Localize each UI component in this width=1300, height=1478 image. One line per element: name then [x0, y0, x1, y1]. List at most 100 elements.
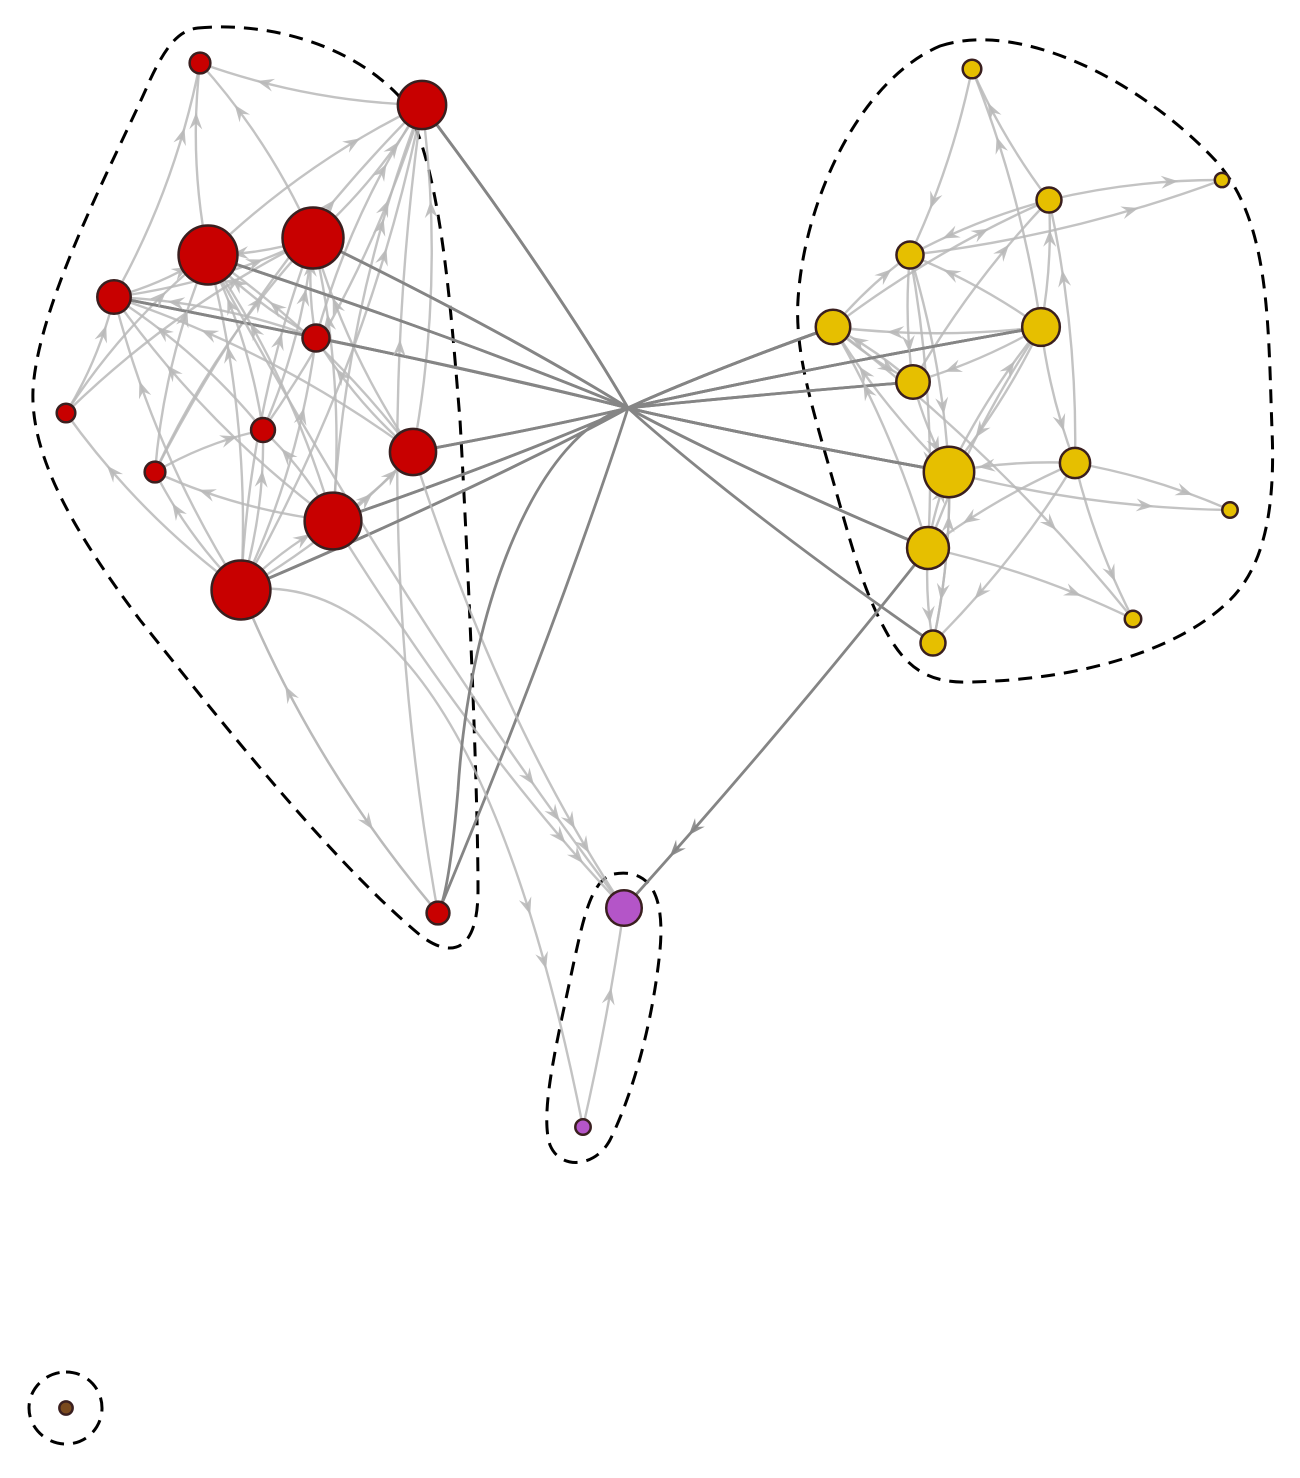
node-r10: [388, 427, 438, 477]
node-y8: [922, 445, 976, 499]
edge-y6-y9: [1039, 325, 1077, 465]
node-r3: [177, 224, 239, 286]
edge-r13-r2-arrow: [392, 339, 406, 357]
edge-y9-y3: [1047, 198, 1077, 465]
edge-y4-y2: [908, 178, 1224, 257]
edge-y4-y2-arrow: [1120, 206, 1139, 219]
edge-y3-y1-arrow: [987, 102, 1002, 121]
node-r11: [303, 491, 363, 551]
edge-r12-r3: [206, 253, 245, 592]
node-b1: [58, 1400, 74, 1416]
edge-y9-y13: [931, 461, 1077, 645]
edge-r6-r5: [112, 295, 318, 340]
edge-y9-y8-arrow: [978, 458, 996, 472]
edge-r7-r3-arrow: [149, 291, 167, 309]
edge-y4-y8-arrow: [935, 396, 949, 415]
edges: [64, 61, 1232, 1129]
edge-r11-r3-arrow: [250, 323, 265, 342]
edge-y1-y4-arrow: [930, 190, 943, 209]
edge-r11-r3: [206, 253, 335, 523]
edge-r10-p1: [411, 450, 626, 910]
edge-r3-p1-arrow: [544, 803, 560, 822]
edge-r12-r4-arrow: [271, 332, 284, 352]
edge-y9-y3-arrow: [1058, 269, 1072, 288]
node-r7: [55, 402, 77, 424]
edge-r12-r10-arrow: [355, 493, 373, 510]
edge-r10-r2-arrow: [424, 200, 438, 219]
edge-r11-p1: [331, 519, 626, 910]
edge-r13-r12-arrow: [285, 685, 299, 705]
edge-y5-y3: [831, 198, 1051, 329]
edge-r4-r2-arrow: [383, 141, 399, 160]
edge-r11-r9-arrow: [198, 489, 217, 502]
edge-y11-p1-arrow: [669, 839, 686, 857]
edge-r10-r6-arrow: [336, 368, 352, 387]
edge-y6-y1-arrow: [995, 136, 1008, 155]
edge-y5-y12-arrow: [1039, 513, 1057, 531]
edge-y6-y7-arrow: [944, 359, 964, 372]
edge-y8-y10-arrow: [1135, 498, 1154, 512]
edge-y5-y4-arrow: [874, 269, 892, 286]
node-y4: [895, 240, 925, 270]
edge-r11-r10-arrow: [380, 469, 398, 486]
edge-y8-y5: [831, 325, 951, 474]
edge-r8-r5: [112, 295, 265, 432]
edge-r7-r4: [64, 236, 315, 415]
edge-r9-r2-arrow: [319, 199, 335, 217]
edge-r12-r6: [239, 336, 318, 592]
edge-r12-r6-arrow: [293, 407, 307, 426]
bridge-r2-y5: [420, 103, 835, 410]
edge-y13-y8-arrow: [941, 515, 955, 533]
edge-y6-y1: [970, 67, 1043, 329]
bridge-r13-y5: [436, 325, 835, 915]
edge-r12-r5-arrow: [139, 381, 152, 400]
edge-r10-r2: [411, 103, 433, 454]
edge-r9-r4: [153, 236, 315, 474]
edge-r6-r2-arrow: [372, 163, 387, 182]
edge-r12-r2-arrow: [375, 248, 388, 267]
edge-y3-y2: [1047, 178, 1224, 202]
edge-y11-y5-arrow: [863, 383, 877, 402]
edge-r11-r8-arrow: [281, 448, 298, 466]
node-r8: [249, 416, 277, 444]
edge-y8-y6-arrow: [999, 361, 1015, 379]
edge-r6-r5-arrow: [167, 297, 186, 311]
edge-y9-y13-arrow: [974, 581, 991, 599]
edge-r10-r5-arrow: [201, 330, 220, 343]
edge-r8-r3-arrow: [227, 297, 240, 316]
edge-y5-y7-arrow: [876, 357, 895, 372]
node-p1: [604, 888, 644, 928]
edge-y6-y9-arrow: [1052, 413, 1066, 432]
edge-r8-r5-arrow: [156, 326, 174, 343]
edge-r12-r7: [64, 411, 243, 592]
bridge-hub-r13: [436, 406, 630, 915]
edge-r11-p1-arrow: [549, 825, 566, 844]
edge-r11-r5: [112, 295, 335, 523]
nodes: [55, 51, 1239, 1416]
node-r1: [188, 51, 212, 75]
edge-r12-r2: [239, 103, 424, 592]
node-r9: [143, 460, 167, 484]
edge-p2-p1: [581, 906, 626, 1129]
node-y3: [1035, 186, 1063, 214]
edge-r12-r13-arrow: [357, 812, 373, 830]
node-y5: [814, 308, 852, 346]
edge-r10-p1-arrow: [574, 835, 590, 854]
edge-r7-r4-arrow: [222, 277, 241, 293]
edge-y6-y3-arrow: [1043, 229, 1057, 247]
hull-red-cluster: [31, 25, 480, 950]
node-y6: [1020, 306, 1062, 348]
node-r13: [425, 900, 451, 926]
edge-r5-r4-arrow: [245, 259, 264, 272]
edge-r2-r1: [198, 61, 424, 107]
edge-r13-r2: [395, 103, 440, 915]
edge-r12-r11-arrow: [292, 533, 311, 549]
node-p2: [574, 1118, 592, 1136]
edge-r12-p2: [239, 587, 585, 1129]
edge-y9-y11-arrow: [962, 508, 981, 524]
edge-r9-r4-arrow: [247, 296, 263, 314]
edge-r9-r8-arrow: [219, 435, 238, 448]
edge-r2-r1-arrow: [256, 78, 276, 92]
edge-r13-r12: [239, 588, 440, 915]
